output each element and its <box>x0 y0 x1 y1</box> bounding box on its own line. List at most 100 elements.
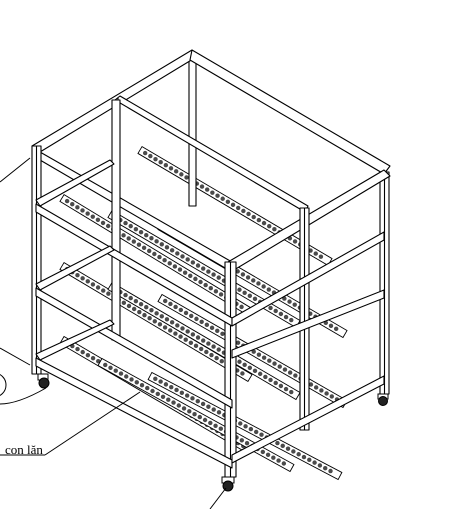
roller-wheel <box>190 396 195 401</box>
roller-wheel <box>80 276 85 281</box>
roller-wheel <box>204 187 210 192</box>
roller-wheel <box>162 325 168 330</box>
roller-wheel <box>256 217 262 223</box>
roller-wheel <box>157 322 163 327</box>
roller-wheel <box>108 365 113 370</box>
roller-wheel <box>265 452 271 457</box>
roller-wheel <box>158 159 163 165</box>
roller-wheel <box>194 316 199 322</box>
roller-wheel <box>216 410 222 415</box>
roller-wheel <box>214 355 219 361</box>
leader-caster <box>209 487 227 509</box>
roller-wheel <box>256 281 261 286</box>
roller-wheel <box>181 406 187 411</box>
roller-wheel <box>218 426 224 431</box>
roller-wheel <box>244 440 250 446</box>
roller-wheel <box>184 175 189 180</box>
roller-wheel <box>278 311 284 317</box>
roller-wheel <box>199 184 205 189</box>
roller-wheel <box>318 254 324 259</box>
roller-wheel <box>152 251 157 257</box>
roller-wheel <box>167 261 172 266</box>
front-post-right-2 <box>299 207 310 431</box>
roller-wheel <box>95 217 101 222</box>
roller-wheel <box>176 403 181 408</box>
roller-wheel <box>248 426 254 432</box>
roller-wheel <box>185 257 190 262</box>
shelf-rails <box>35 159 385 469</box>
roller-wheel <box>199 319 204 325</box>
roller-wheel <box>175 251 180 256</box>
roller-wheel <box>208 420 213 426</box>
roller-wheel <box>75 273 80 278</box>
roller-wheel <box>192 411 197 417</box>
roller-wheel <box>168 328 173 333</box>
roller-wheel <box>163 163 169 168</box>
roller-wheel <box>206 269 211 274</box>
roller-wheel <box>211 407 216 412</box>
roller-wheel <box>236 205 241 211</box>
roller-wheel <box>157 254 162 260</box>
roller-wheel <box>247 365 253 371</box>
roller-wheel <box>90 214 95 219</box>
roller-wheel <box>141 245 147 250</box>
roller-wheel <box>64 198 70 204</box>
roller-wheel <box>155 391 160 397</box>
roller-wheel <box>182 270 188 275</box>
roller-wheel <box>188 340 194 345</box>
roller-wheel <box>75 205 80 210</box>
roller-wheel <box>158 379 163 384</box>
roller-wheel <box>103 362 108 368</box>
roller-label: con lăn <box>5 442 43 457</box>
rear-post-back <box>188 55 197 207</box>
roller-wheel <box>190 332 196 337</box>
roller-wheel <box>123 220 128 226</box>
roller-wheel <box>267 223 272 229</box>
roller-wheel <box>173 304 178 310</box>
roller-wheel <box>154 311 159 316</box>
roller-wheel <box>287 370 293 375</box>
roller-wheel <box>308 382 314 387</box>
roller-wheel <box>296 452 301 457</box>
leader-lines <box>0 157 227 509</box>
roller-wheel <box>313 251 318 256</box>
roller-wheel <box>275 440 280 446</box>
roller-wheel <box>301 454 307 460</box>
roller-wheel <box>126 303 132 309</box>
roller-wheel <box>251 214 256 220</box>
roller-wheel <box>75 346 80 352</box>
roller-wheel <box>271 455 276 460</box>
roller-wheel <box>237 359 242 364</box>
roller-wheel <box>287 299 292 304</box>
front-post-left-inner <box>111 99 121 341</box>
roller-wheel <box>185 329 190 334</box>
roller-wheel <box>323 466 328 471</box>
roller-wheel <box>177 267 183 272</box>
roller-wheel <box>173 169 179 174</box>
roller-wheel <box>147 316 152 321</box>
roller-wheel <box>190 260 196 265</box>
roller-wheel <box>187 409 192 414</box>
roller-wheel <box>138 229 144 235</box>
roller-wheel <box>171 400 176 405</box>
roller-wheel <box>324 391 329 396</box>
roller-wheel <box>145 385 150 391</box>
roller-wheel <box>201 266 206 271</box>
roller-wheel <box>273 380 278 386</box>
roller-wheel <box>283 386 289 392</box>
roller-wheel <box>292 302 297 307</box>
caster-front-right <box>221 476 235 492</box>
roller-wheel <box>193 276 198 282</box>
roller-wheel <box>328 468 333 474</box>
roller-wheel <box>216 347 221 352</box>
roller-wheel <box>220 331 225 336</box>
roller-wheel <box>195 398 200 404</box>
roller-wheel <box>285 446 291 451</box>
roller-wheel <box>195 335 201 340</box>
roller-wheel <box>168 166 174 171</box>
roller-wheel <box>272 361 277 366</box>
roller-wheel <box>149 308 154 313</box>
roller-wheel <box>237 287 242 292</box>
roller-wheel <box>256 352 262 357</box>
roller-wheel <box>242 362 247 367</box>
